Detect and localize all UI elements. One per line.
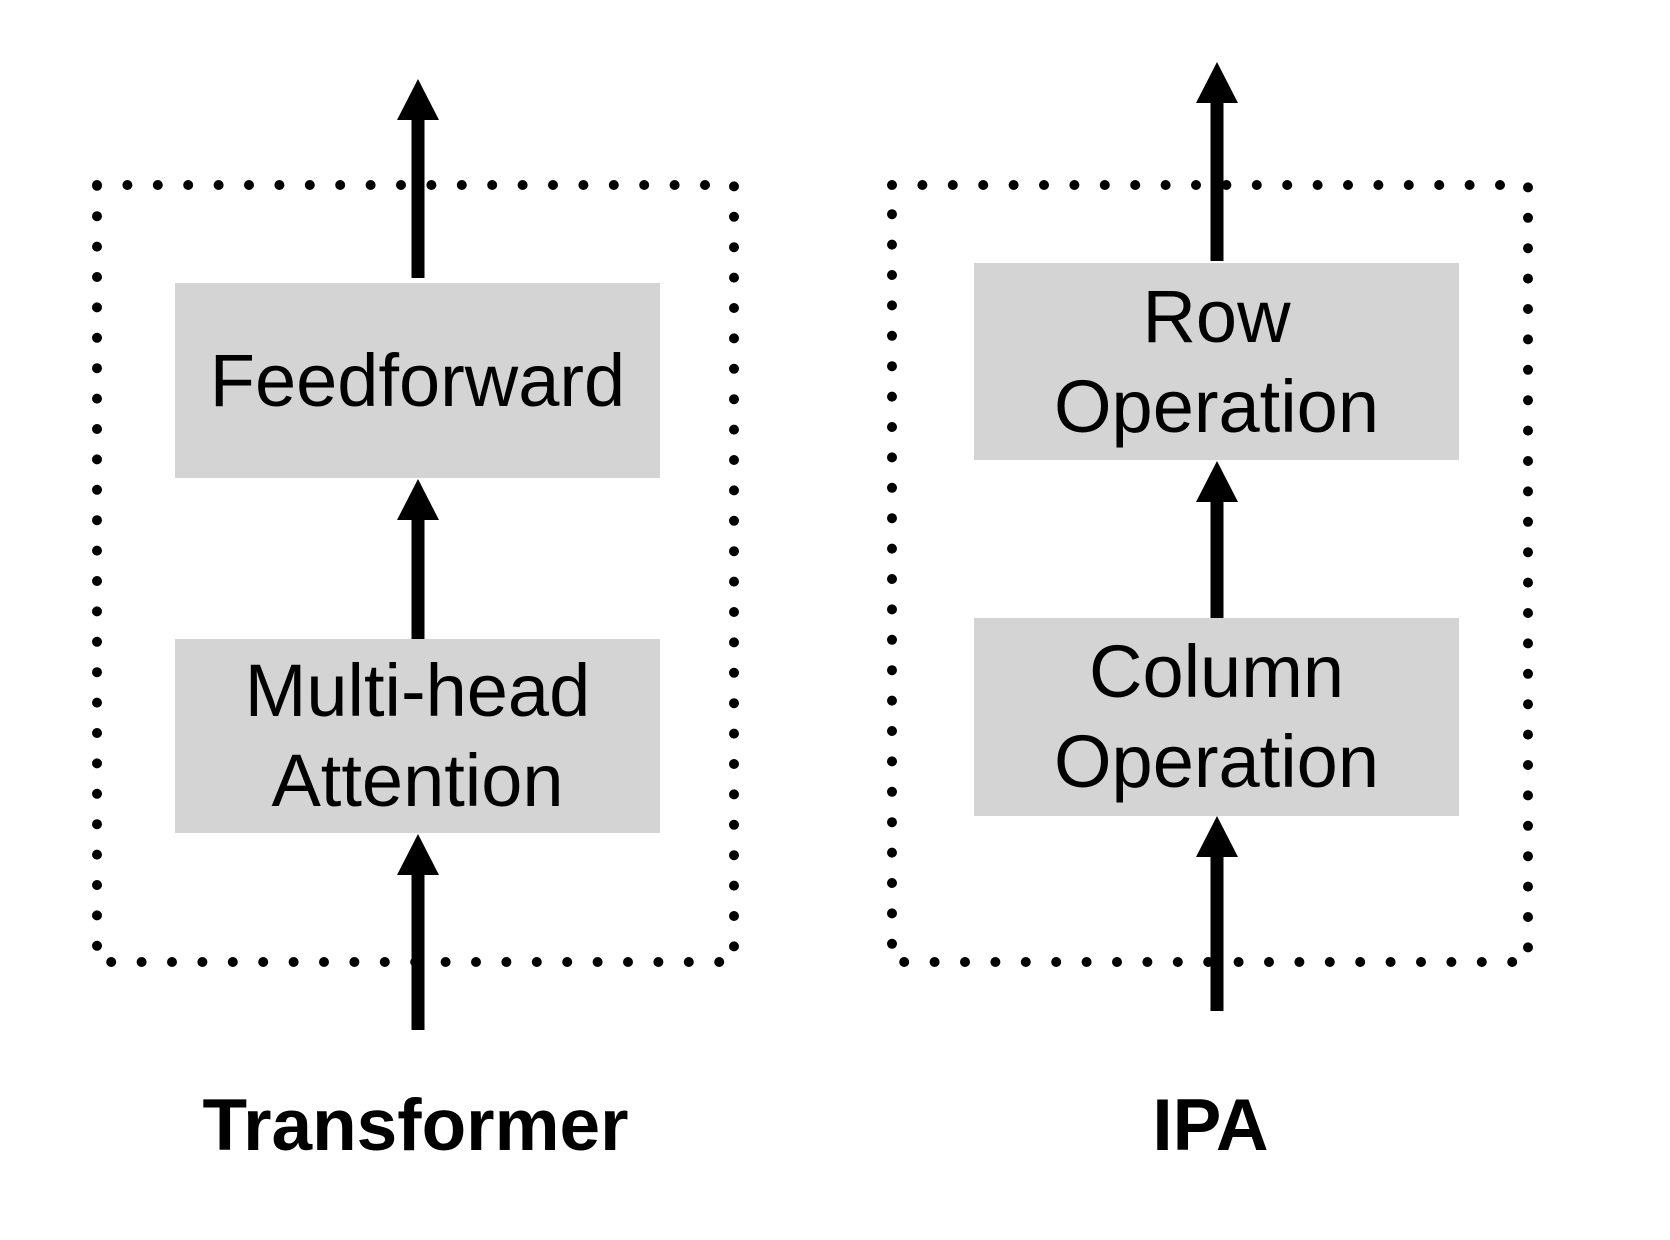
block-label-line-2: Operation: [1054, 364, 1379, 448]
ipa-input-arrow-icon: [1196, 816, 1238, 1011]
ipa-dotted-boundary: [887, 180, 1533, 967]
ipa-output-arrow-icon: [1196, 62, 1238, 261]
transformer-caption: Transformer: [97, 1080, 734, 1170]
transformer-between-arrow-icon: [397, 479, 439, 640]
block-label-line-2: Operation: [1054, 720, 1379, 803]
arrow-head: [1196, 62, 1238, 103]
multi-head-attention-block: Multi-head Attention: [175, 639, 660, 833]
column-operation-block: Column Operation: [974, 618, 1459, 816]
arrow-head: [1196, 461, 1238, 502]
caption-text: Transformer: [202, 1084, 629, 1166]
arrow-head: [397, 79, 439, 120]
block-label-line-1: Multi-head: [244, 649, 591, 732]
ipa-caption: IPA: [892, 1080, 1529, 1170]
transformer-input-arrow-icon: [397, 834, 439, 1030]
block-label-line-1: Row: [1142, 274, 1291, 358]
block-label: Feedforward: [209, 338, 626, 422]
block-label-line-2: Attention: [271, 739, 564, 822]
caption-text: IPA: [1152, 1084, 1269, 1166]
ipa-between-arrow-icon: [1196, 461, 1238, 618]
arrow-shaft: [411, 518, 425, 640]
arrow-shaft: [1210, 500, 1224, 618]
arrow-head: [397, 834, 439, 875]
block-label-line-1: Column: [1089, 630, 1344, 713]
transformer-output-arrow-icon: [397, 79, 439, 278]
arrow-shaft: [1210, 855, 1224, 1011]
row-operation-block: Row Operation: [974, 263, 1459, 460]
feedforward-block: Feedforward: [175, 283, 660, 478]
arrow-shaft: [411, 118, 425, 278]
arrow-shaft: [411, 873, 425, 1030]
arrow-head: [1196, 816, 1238, 857]
arrow-shaft: [1210, 101, 1224, 261]
arrow-head: [397, 479, 439, 520]
